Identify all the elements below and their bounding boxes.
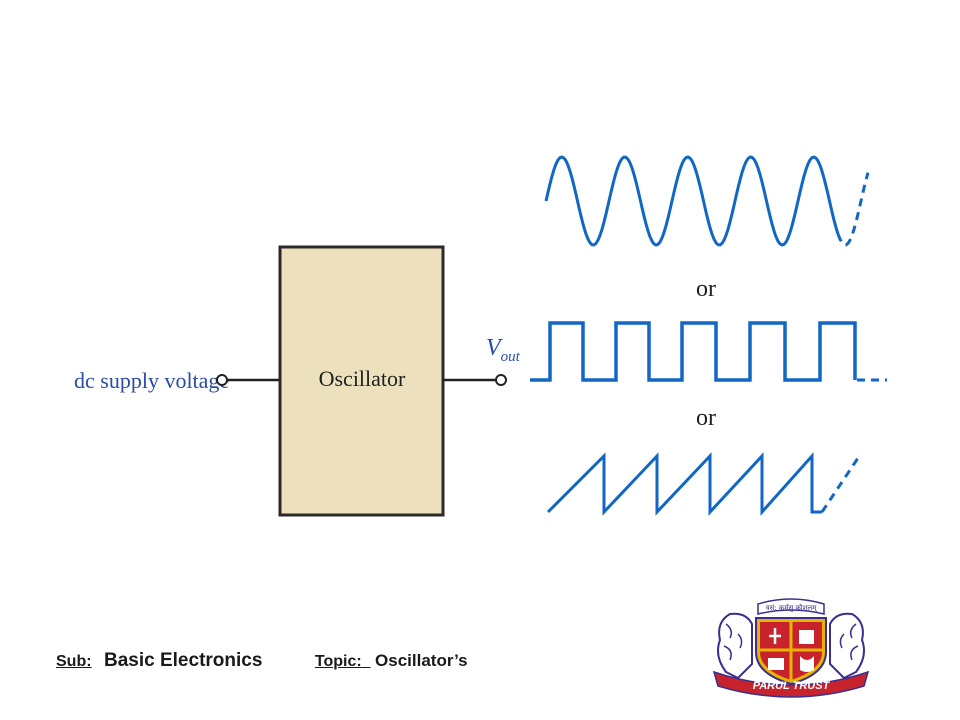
trust-banner: PARUL TRUST <box>712 670 870 698</box>
parul-trust-logo: वसं: कर्मसु कौशलम् PARUL TRUST <box>712 598 870 698</box>
sine-waveform-continuation <box>836 172 870 247</box>
logo-banner-text: PARUL TRUST <box>753 680 831 692</box>
logo-motto: वसं: कर्मसु कौशलम् <box>766 603 818 612</box>
sawtooth-waveform-continuation <box>820 457 860 513</box>
slide-footer: Sub: Basic Electronics Topic: Oscillator… <box>56 650 468 680</box>
left-lion-icon <box>717 612 753 680</box>
input-terminal <box>216 374 228 386</box>
oscillator-block <box>278 245 445 517</box>
block-label: Oscillator <box>319 366 406 391</box>
right-lion-icon <box>829 612 865 680</box>
input-label: dc supply voltage <box>74 368 229 393</box>
sub-label: Sub: <box>56 653 92 670</box>
motto-scroll <box>757 598 825 615</box>
sub-value: Basic Electronics <box>104 650 263 671</box>
topic-label: Topic: <box>315 653 371 671</box>
or-label-1: or <box>696 276 716 302</box>
output-label: Vout <box>486 335 521 365</box>
or-label-2: or <box>696 405 716 431</box>
sawtooth-waveform <box>546 452 822 516</box>
output-terminal <box>495 374 507 386</box>
shield-icon <box>755 617 827 686</box>
topic-label-text: Topic: <box>314 653 362 670</box>
square-waveform <box>530 321 857 382</box>
sine-waveform <box>544 155 840 247</box>
output-label-sub: out <box>501 349 521 365</box>
output-label-main: V <box>486 335 503 361</box>
topic-value: Oscillator’s <box>375 651 468 670</box>
